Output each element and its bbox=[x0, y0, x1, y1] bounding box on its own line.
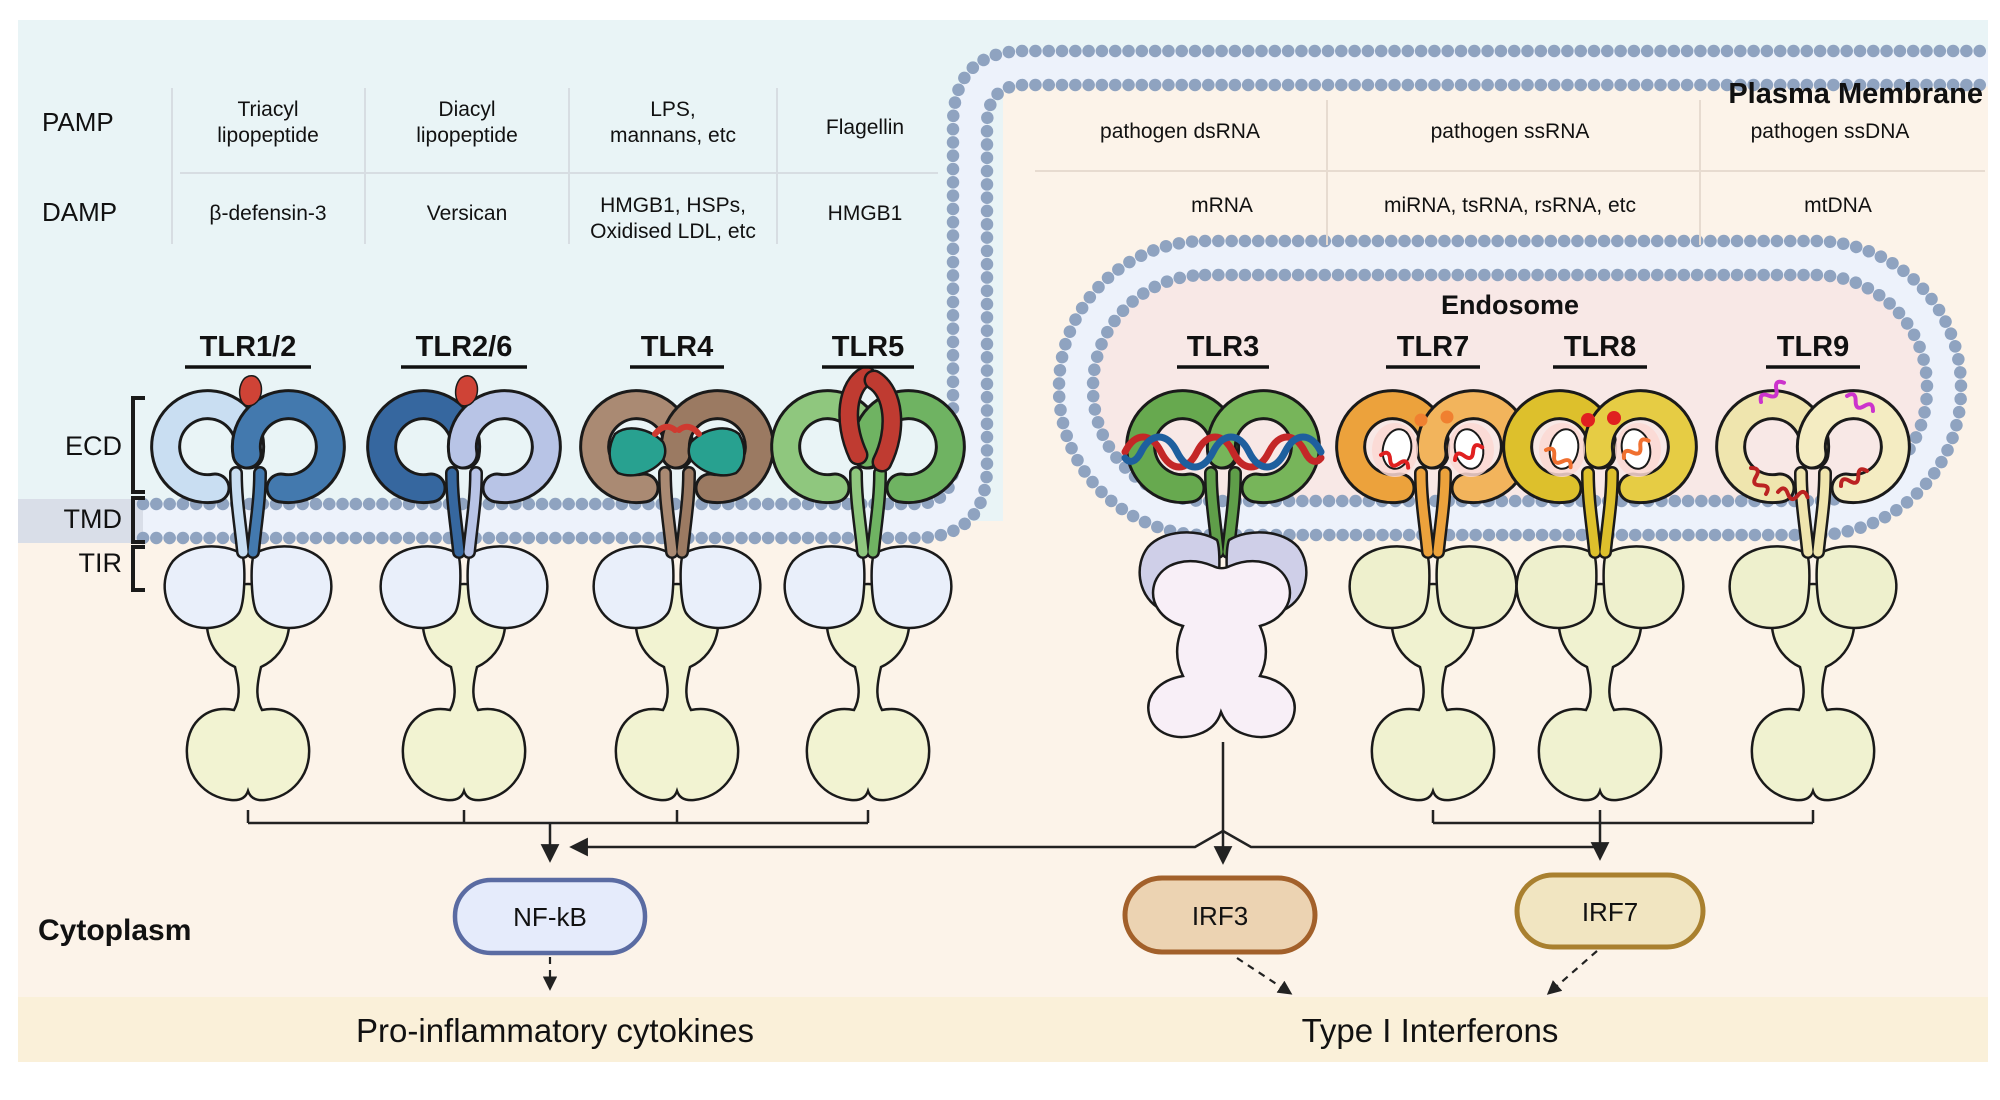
pamp-cell-lps-2: mannans, etc bbox=[610, 124, 736, 147]
left-pamp-damp-table: PAMP DAMP Triacyl lipopeptide Diacyl lip… bbox=[42, 88, 938, 244]
cytoplasm-label: Cytoplasm bbox=[38, 914, 191, 947]
plasma-membrane-label: Plasma Membrane bbox=[1728, 78, 1983, 110]
tlr3-label: TLR3 bbox=[1187, 331, 1260, 363]
receptor-tlr26: TLR2/6 bbox=[381, 331, 548, 802]
ligand-lipopeptide bbox=[238, 374, 263, 407]
nfkb-node: NF-kB bbox=[452, 877, 648, 956]
cell-mirna: miRNA, tsRNA, rsRNA, etc bbox=[1384, 194, 1636, 217]
type1-interferons-label: Type I Interferons bbox=[1302, 1012, 1559, 1049]
tlr12-label: TLR1/2 bbox=[200, 331, 297, 363]
tlr5-label: TLR5 bbox=[832, 331, 905, 363]
pamp-cell-flagellin: Flagellin bbox=[826, 116, 904, 139]
irf3-node: IRF3 bbox=[1122, 875, 1318, 955]
cell-mtdna: mtDNA bbox=[1804, 194, 1872, 217]
cell-dsrna: pathogen dsRNA bbox=[1100, 120, 1260, 143]
cell-mrna: mRNA bbox=[1191, 194, 1253, 217]
pamp-cell-triacyl-2: lipopeptide bbox=[217, 124, 319, 147]
receptor-tlr7: TLR7 bbox=[1350, 331, 1517, 802]
endosome-membrane bbox=[1052, 234, 1968, 542]
damp-row-label: DAMP bbox=[42, 197, 117, 227]
pamp-cell-diacyl-1: Diacyl bbox=[438, 98, 495, 121]
receptor-tlr4: TLR4 bbox=[594, 331, 761, 802]
pro-inflammatory-label: Pro-inflammatory cytokines bbox=[356, 1012, 754, 1049]
ecd-label: ECD bbox=[65, 431, 122, 461]
pamp-cell-diacyl-2: lipopeptide bbox=[416, 124, 518, 147]
pamp-row-label: PAMP bbox=[42, 107, 114, 137]
tmd-strip bbox=[18, 499, 143, 543]
damp-cell-hmgb1: HMGB1 bbox=[828, 202, 903, 225]
cell-ssdna: pathogen ssDNA bbox=[1751, 120, 1910, 143]
damp-cell-defensin: β-defensin-3 bbox=[209, 202, 326, 225]
receptor-tlr9: TLR9 bbox=[1730, 331, 1897, 802]
tlr7-label: TLR7 bbox=[1397, 331, 1470, 363]
signal-lines bbox=[246, 742, 1815, 865]
plasma-membrane bbox=[136, 44, 1995, 545]
tlr26-label: TLR2/6 bbox=[416, 331, 513, 363]
tlr8-label: TLR8 bbox=[1564, 331, 1637, 363]
right-pamp-damp-table: pathogen dsRNA pathogen ssRNA pathogen s… bbox=[1035, 100, 1985, 245]
receptor-tlr3: TLR3 bbox=[1121, 331, 1325, 739]
output-band bbox=[18, 997, 1988, 1062]
ligand-lipopeptide bbox=[454, 374, 479, 407]
tlr4-label: TLR4 bbox=[641, 331, 714, 363]
damp-cell-versican: Versican bbox=[427, 202, 508, 225]
irf3-label: IRF3 bbox=[1192, 901, 1248, 931]
receptor-tlr8: TLR8 bbox=[1517, 331, 1684, 802]
tmd-label: TMD bbox=[64, 504, 122, 534]
pamp-cell-lps-1: LPS, bbox=[650, 98, 696, 121]
dsrna-helix bbox=[1121, 433, 1325, 471]
irf7-label: IRF7 bbox=[1582, 897, 1638, 927]
damp-cell-hmgb1-1: HMGB1, HSPs, bbox=[600, 194, 746, 217]
output-arrows bbox=[542, 950, 1598, 995]
pamp-cell-triacyl-1: Triacyl bbox=[237, 98, 298, 121]
domain-brackets: ECD TMD TIR bbox=[64, 396, 145, 592]
irf7-node: IRF7 bbox=[1514, 872, 1706, 950]
receptor-tlr12: TLR1/2 bbox=[165, 331, 332, 802]
cell-ssrna: pathogen ssRNA bbox=[1431, 120, 1590, 143]
tir-label: TIR bbox=[79, 548, 123, 578]
nfkb-label: NF-kB bbox=[513, 902, 587, 932]
tlr9-label: TLR9 bbox=[1777, 331, 1850, 363]
endosome-label: Endosome bbox=[1441, 290, 1579, 320]
damp-cell-hmgb1-2: Oxidised LDL, etc bbox=[590, 220, 756, 243]
receptor-tlr5: TLR5 bbox=[785, 331, 952, 802]
